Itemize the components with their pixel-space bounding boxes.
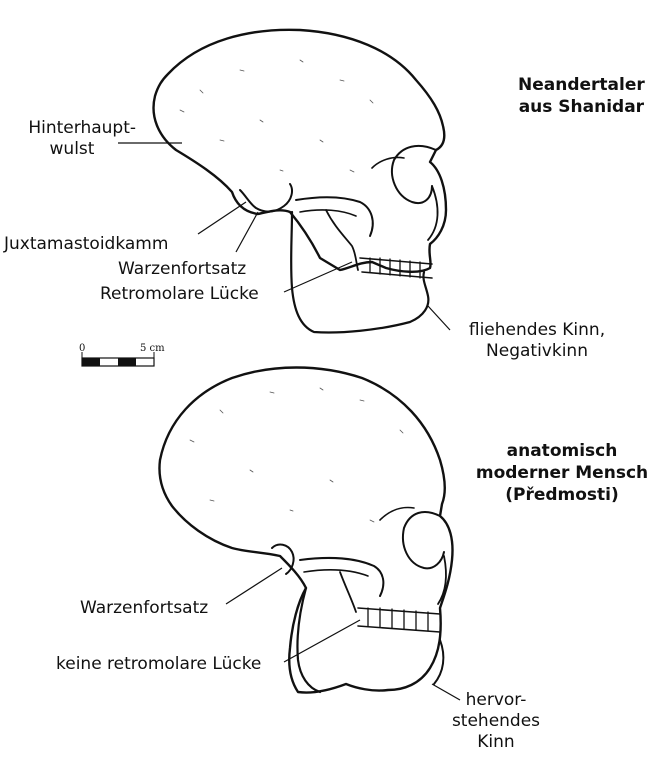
fliehendes-kinn-line2: Negativkinn — [452, 341, 622, 362]
fliehendes-kinn-line1: fliehendes Kinn, — [452, 320, 622, 341]
neanderthal-title-line2: aus Shanidar — [518, 96, 645, 118]
hervorstehendes-kinn-line3: Kinn — [448, 732, 544, 753]
modern-human-skull-drawing — [160, 368, 453, 693]
fliehendes-kinn-label: fliehendes Kinn, Negativkinn — [452, 320, 622, 362]
neanderthal-title: Neandertaler aus Shanidar — [518, 74, 645, 118]
hervorstehendes-kinn-line1: hervor- — [448, 690, 544, 711]
modern-leader-lines — [226, 568, 460, 700]
modern-human-title: anatomisch moderner Mensch (Předmosti) — [474, 440, 650, 506]
warzenfortsatz-label-1: Warzenfortsatz — [118, 259, 246, 280]
scale-zero-label: 0 — [79, 343, 85, 354]
modern-human-title-line1: anatomisch — [474, 440, 650, 462]
juxtamastoidkamm-label: Juxtamastoidkamm — [4, 234, 168, 255]
scale-bar — [82, 352, 154, 366]
hinterhauptwulst-label: Hinterhaupt- wulst — [8, 118, 136, 160]
scale-five-cm-label: 5 cm — [140, 343, 165, 354]
keine-retromolare-luecke-label: keine retromolare Lücke — [56, 654, 261, 675]
hervorstehendes-kinn-line2: stehendes — [448, 711, 544, 732]
hinterhauptwulst-line1: Hinterhaupt- — [8, 118, 136, 139]
hervorstehendes-kinn-label: hervor- stehendes Kinn — [448, 690, 544, 753]
hinterhauptwulst-line2: wulst — [8, 139, 136, 160]
modern-human-title-line3: (Předmosti) — [474, 484, 650, 506]
modern-human-title-line2: moderner Mensch — [474, 462, 650, 484]
warzenfortsatz-label-2: Warzenfortsatz — [80, 598, 208, 619]
neanderthal-title-line1: Neandertaler — [518, 74, 645, 96]
retromolare-luecke-label: Retromolare Lücke — [100, 284, 259, 305]
